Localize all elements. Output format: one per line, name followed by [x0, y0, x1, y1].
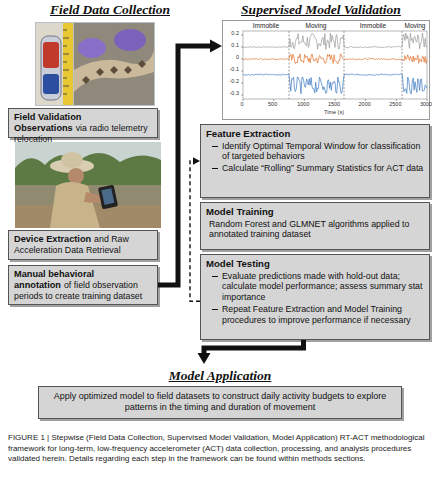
connector-line — [158, 46, 212, 285]
phone — [98, 185, 118, 210]
process-box: Device Extractionand Raw Acceleration Da… — [8, 230, 158, 260]
axis-tick — [241, 47, 243, 48]
axis-tick — [241, 83, 243, 84]
snake-photo-background — [74, 23, 154, 105]
flow-arrow — [190, 157, 200, 301]
phase-label: Immobile — [244, 22, 288, 30]
gloved-hand — [78, 38, 106, 58]
process-box: Field Validation Observationsvia radio t… — [8, 108, 158, 138]
axis-tick — [304, 99, 305, 101]
axis-value: 500 — [261, 101, 285, 108]
bullet-dash — [212, 168, 218, 169]
field-photo — [15, 142, 161, 228]
axis-value: -0.2 — [222, 78, 239, 85]
signal-line — [243, 33, 427, 50]
process-box: Manual behavioral annotationof field obs… — [8, 265, 158, 305]
tape-measure — [63, 23, 73, 105]
arrow-head — [198, 353, 211, 364]
device-photo — [35, 22, 155, 106]
figure-caption: FIGURE 1 | Stepwise (Field Data Collecti… — [8, 433, 428, 465]
axis-tick — [396, 99, 397, 101]
face — [68, 168, 84, 184]
axis-tick — [241, 59, 243, 60]
connector-line — [190, 161, 200, 301]
box-heading: Model Training — [206, 206, 424, 218]
axis-value: 2500 — [383, 101, 407, 108]
axis-title: Time (s) — [314, 109, 354, 116]
box-heading: Device Extraction — [14, 234, 91, 244]
box-heading: Model Testing — [206, 258, 424, 270]
phase-label: Immobile — [351, 22, 395, 30]
axis-tick — [241, 95, 243, 96]
bullet-dash — [212, 309, 218, 310]
gloved-hand — [114, 29, 146, 51]
device-vial — [41, 36, 61, 100]
axis-value: 0 — [230, 101, 254, 108]
axis-tick — [241, 35, 243, 36]
box-heading: Field Validation Observations — [14, 112, 81, 133]
application-box: Model ApplicationApply optimized model t… — [38, 364, 402, 426]
axis-value: 1500 — [322, 101, 346, 108]
axis-value: -0.1 — [222, 66, 239, 73]
phase-label: Moving — [294, 22, 338, 30]
axis-value: 1000 — [291, 101, 315, 108]
signal-line — [243, 74, 427, 94]
bullet-item: Repeat Feature Extraction and Model Trai… — [212, 304, 424, 325]
signal-line — [243, 54, 427, 64]
bullet-item: Evaluate predictions made with hold-out … — [212, 271, 424, 303]
box-heading: Feature Extraction — [206, 128, 424, 140]
vegetation — [15, 153, 161, 185]
section-heading: Model Application — [38, 364, 402, 383]
hat-crown — [61, 152, 83, 168]
axis-value: 3000 — [414, 101, 436, 108]
box-text: Random Forest and GLMNET algorithms appl… — [209, 219, 424, 240]
bullet-text: Evaluate predictions made with hold-out … — [222, 271, 424, 303]
photo-background — [35, 22, 155, 106]
phone-screen — [101, 188, 114, 205]
phase-label: Moving — [393, 22, 436, 30]
axis-tick — [335, 99, 336, 101]
box-text: Apply optimized model to field datasets … — [38, 386, 402, 419]
step-box: Feature ExtractionIdentify Optimal Tempo… — [200, 124, 430, 198]
axis-tick — [243, 99, 244, 101]
flow-arrow — [198, 340, 304, 364]
bullet-item: Identify Optimal Temporal Window for cla… — [212, 141, 424, 162]
axis-tick — [427, 99, 428, 101]
axis-value: 0 — [222, 54, 239, 61]
plot-frame — [243, 31, 427, 99]
tape-ticks — [63, 30, 69, 94]
axis-value: 0.1 — [222, 42, 239, 49]
section-heading: Field Data Collection — [30, 2, 190, 18]
axis-tick — [273, 99, 274, 101]
device-board — [43, 74, 59, 94]
axis-tick — [241, 71, 243, 72]
snake-pattern — [82, 60, 146, 84]
shirt — [50, 182, 100, 228]
axis-value: -0.3 — [222, 90, 239, 97]
device-battery — [43, 42, 59, 68]
photo-background — [15, 142, 161, 228]
bullet-text: Identify Optimal Temporal Window for cla… — [222, 141, 424, 162]
bullet-dash — [212, 146, 218, 147]
arrow-head — [193, 157, 200, 165]
flow-arrow — [158, 39, 222, 285]
bullet-text: Calculate “Rolling” Summary Statistics f… — [222, 163, 423, 174]
bullet-item: Calculate “Rolling” Summary Statistics f… — [212, 163, 424, 174]
axis-tick — [365, 99, 366, 101]
connector-line — [204, 340, 304, 355]
step-box: Model TestingEvaluate predictions made w… — [200, 254, 430, 340]
device-backdrop — [36, 23, 73, 105]
arrow-head — [210, 39, 222, 52]
step-box: Model TrainingRandom Forest and GLMNET a… — [200, 202, 430, 250]
axis-value: 0.2 — [222, 30, 239, 37]
axis-value: 2000 — [353, 101, 377, 108]
bullet-dash — [212, 276, 218, 277]
bullet-text: Repeat Feature Extraction and Model Trai… — [222, 304, 424, 325]
section-heading: Supervised Model Validation — [226, 2, 416, 18]
